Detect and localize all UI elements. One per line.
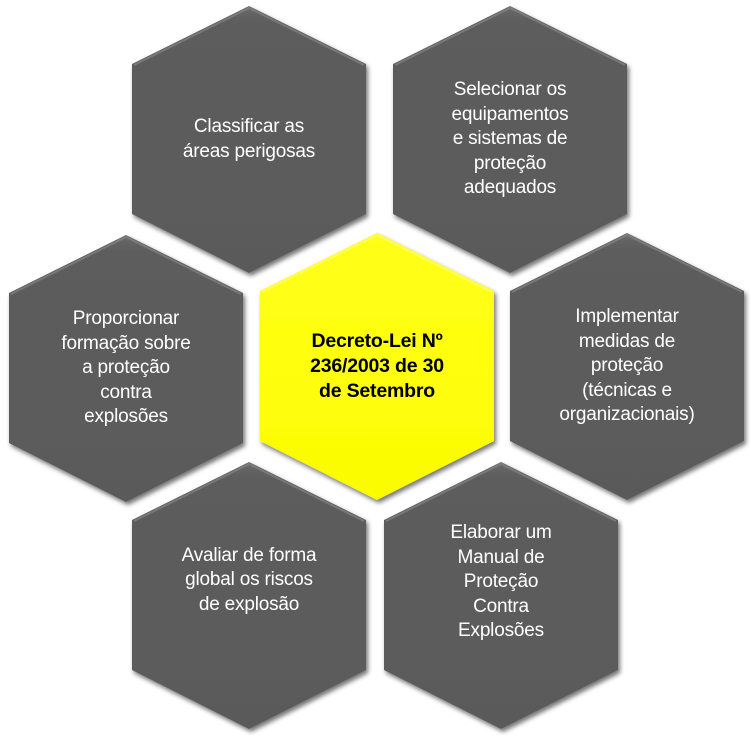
hexagon-center-decree: Decreto-Lei Nº 236/2003 de 30 de Setembr… xyxy=(260,233,494,500)
hexagon-classify-areas: Classificar as áreas perigosas xyxy=(132,6,366,273)
hexagon-implement-measures: Implementar medidas de proteção (técnica… xyxy=(510,233,744,500)
hexagon-shape xyxy=(132,6,366,273)
hexagon-shape xyxy=(384,462,618,729)
hexagon-shape xyxy=(260,233,494,500)
hexagon-label: Decreto-Lei Nº 236/2003 de 30 de Setembr… xyxy=(310,330,444,402)
hexagon-select-equipment: Selecionar os equipamentos e sistemas de… xyxy=(393,6,627,273)
hexagon-label: Avaliar de forma global os riscos de exp… xyxy=(181,544,317,615)
hexagon-shape xyxy=(510,233,744,500)
hexagon-shape xyxy=(132,462,366,729)
hexagon-label: Implementar medidas de proteção (técnica… xyxy=(559,306,695,426)
hexagon-provide-training: Proporcionar formação sobre a proteção c… xyxy=(9,235,243,502)
hexagon-label: Elaborar um Manual de Proteção Contra Ex… xyxy=(450,522,552,642)
hexagon-label: Proporcionar formação sobre a proteção c… xyxy=(61,308,191,428)
hexagon-shape xyxy=(393,6,627,273)
hexagon-shape xyxy=(9,235,243,502)
hexagon-label: Selecionar os equipamentos e sistemas de… xyxy=(451,79,569,199)
hexagon-label: Classificar as áreas perigosas xyxy=(182,116,316,162)
hexagon-elaborate-manual: Elaborar um Manual de Proteção Contra Ex… xyxy=(384,462,618,729)
hexagon-evaluate-risks: Avaliar de forma global os riscos de exp… xyxy=(132,462,366,729)
